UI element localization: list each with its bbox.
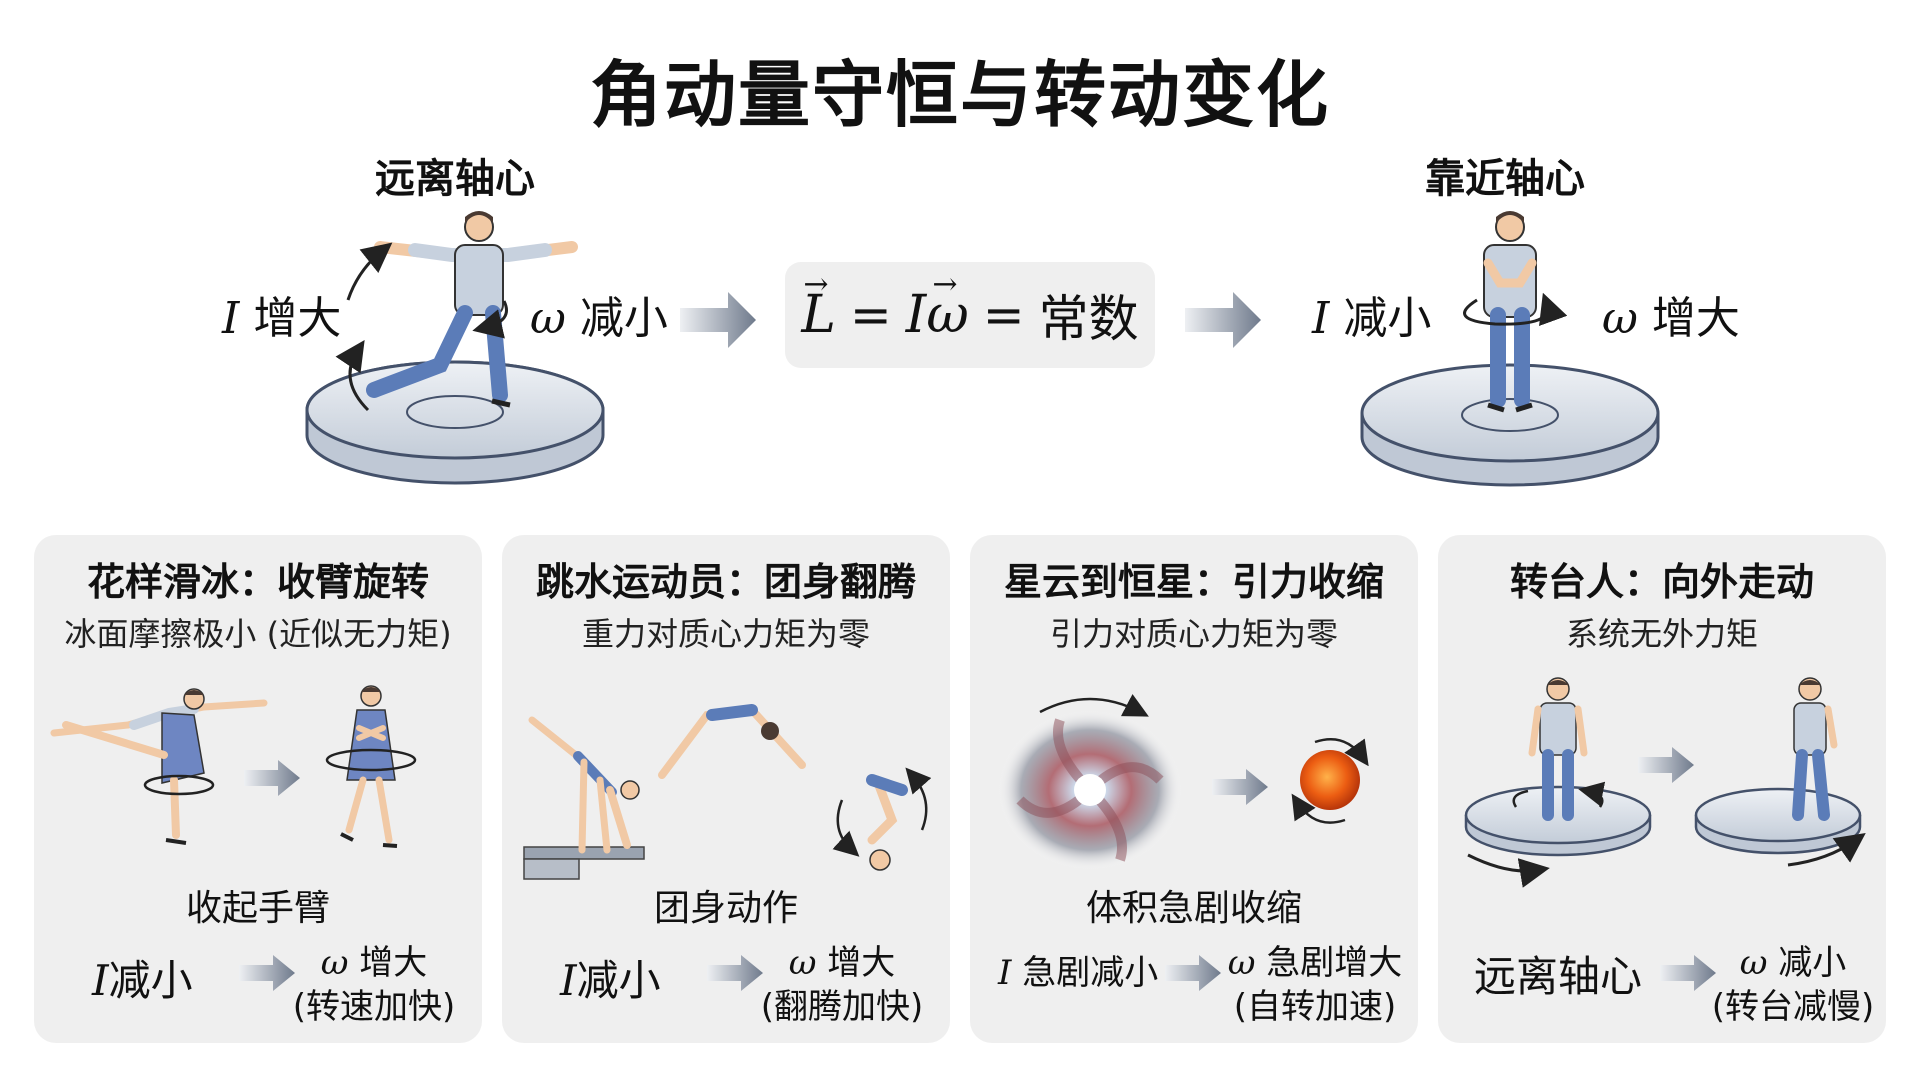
panel-left-value: I减小 — [92, 956, 193, 1005]
right-i-decrease: I 减小 — [1312, 293, 1432, 344]
rotation-arrow-icon — [335, 242, 393, 412]
formula-omega: →ω — [926, 267, 969, 345]
panel-right-value: ω 增大 (转速加快) — [292, 943, 456, 1027]
panel-right-value: ω 急剧增大 (自转加速) — [1227, 943, 1403, 1027]
galaxy-icon — [998, 693, 1182, 870]
right-arrow-icon — [239, 955, 295, 991]
panel-subtitle: 冰面摩擦极小 (近似无力矩) — [64, 615, 452, 653]
panel-title: 转台人：向外走动 — [1509, 560, 1814, 604]
person-edge-platform-icon — [1694, 677, 1866, 867]
right-w-increase: ω 增大 — [1602, 293, 1740, 344]
skater-arms-in-icon — [1483, 211, 1537, 413]
panel-title: 跳水运动员：团身翻腾 — [535, 560, 916, 604]
right-arrow-icon — [1660, 955, 1716, 991]
right-arrow-icon — [680, 292, 756, 348]
right-arrow-icon — [1638, 747, 1694, 783]
panel-nebula-star: 星云到恒星：引力收缩 引力对质心力矩为零 体积急剧收缩 I 急剧减小 ω 急剧增… — [970, 535, 1418, 1043]
rotation-arrow-icon — [1463, 292, 1568, 327]
panel-right-value: ω 增大 (翻腾加快) — [760, 943, 924, 1027]
left-i-increase: I 增大 — [222, 293, 342, 344]
skater-arms-in-icon — [325, 685, 417, 848]
diver-icon — [528, 716, 640, 854]
panel-left-value: I减小 — [560, 956, 661, 1005]
right-arrow-icon — [707, 955, 763, 991]
panel-turntable-person: 转台人：向外走动 系统无外力矩 远离轴心 ω 减小 (转台减慢) — [1438, 535, 1886, 1043]
skater-arms-out-icon — [366, 211, 578, 408]
panel-left-value: 远离轴心 — [1474, 952, 1643, 1001]
right-arrow-icon — [1185, 292, 1261, 348]
panel-diving: 跳水运动员：团身翻腾 重力对质心力矩为零 团身动作 I减小 ω 增大 (翻腾加快… — [502, 535, 950, 1043]
panel-right-value: ω 减小 (转台减慢) — [1711, 943, 1875, 1027]
panel-caption: 体积急剧收缩 — [1085, 888, 1302, 929]
right-platform-icon — [1360, 363, 1660, 487]
panel-figure-skating: 花样滑冰：收臂旋转 冰面摩擦极小 (近似无力矩) 收起手臂 I减小 ω 增大 (… — [34, 535, 482, 1043]
formula-box: →L = I →ω = 常数 — [785, 262, 1155, 368]
panel-title: 花样滑冰：收臂旋转 — [86, 560, 429, 604]
skater-arms-out-icon — [50, 688, 268, 845]
diving-board-icon — [523, 846, 645, 880]
person-center-platform-icon — [1464, 677, 1652, 888]
near-axis-label: 靠近轴心 — [1425, 156, 1585, 202]
panel-caption: 收起手臂 — [185, 888, 330, 929]
panel-title: 星云到恒星：引力收缩 — [1003, 560, 1384, 604]
panel-caption: 团身动作 — [653, 888, 798, 929]
panel-subtitle: 重力对质心力矩为零 — [581, 615, 870, 653]
panel-subtitle: 系统无外力矩 — [1565, 615, 1758, 653]
rotation-arrow-icon — [472, 300, 508, 339]
diver-icon — [658, 704, 806, 779]
panel-left-value: I 急剧减小 — [998, 953, 1159, 993]
formula-L: →L — [801, 267, 836, 345]
right-arrow-icon — [244, 760, 300, 796]
far-from-axis-label: 远离轴心 — [375, 156, 535, 202]
page-title: 角动量守恒与转动变化 — [589, 53, 1330, 137]
panel-subtitle: 引力对质心力矩为零 — [1049, 615, 1338, 653]
right-arrow-icon — [1165, 955, 1221, 991]
diver-tucked-icon — [832, 767, 932, 871]
left-w-decrease: ω 减小 — [530, 293, 668, 344]
right-arrow-icon — [1212, 769, 1268, 805]
star-icon — [1291, 738, 1369, 824]
